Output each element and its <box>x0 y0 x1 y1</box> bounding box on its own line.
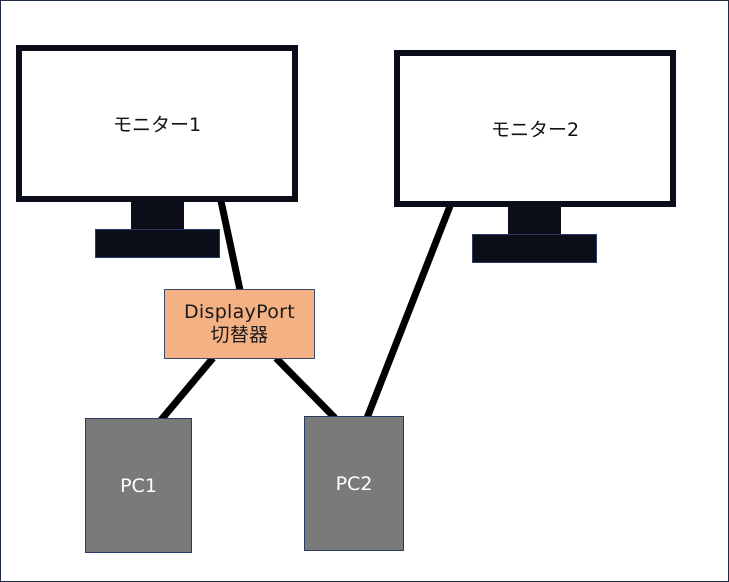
monitor1-label: モニター1 <box>112 114 202 136</box>
monitor2-label: モニター2 <box>490 119 580 141</box>
monitor1-stand-neck <box>131 201 184 230</box>
monitor2-stand-neck <box>508 206 561 235</box>
pc2-label: PC2 <box>335 472 373 495</box>
pc1-box: PC1 <box>85 418 192 553</box>
monitor1-stand-base <box>95 229 220 258</box>
cable-pc2-to-monitor2 <box>363 204 454 420</box>
pc1-label: PC1 <box>120 474 157 497</box>
switch-label-line2: 切替器 <box>210 324 269 346</box>
cable-switch-to-pc2 <box>273 355 338 421</box>
monitor2-screen: モニター2 <box>394 50 676 207</box>
switch-label-line1: DisplayPort <box>183 301 295 323</box>
monitor1-screen: モニター1 <box>16 45 298 202</box>
pc2-box: PC2 <box>304 416 404 551</box>
cable-switch-to-monitor1 <box>217 200 244 291</box>
cable-switch-to-pc1 <box>158 355 216 423</box>
displayport-switch-box: DisplayPort 切替器 <box>164 289 315 359</box>
monitor2-stand-base <box>472 234 597 263</box>
